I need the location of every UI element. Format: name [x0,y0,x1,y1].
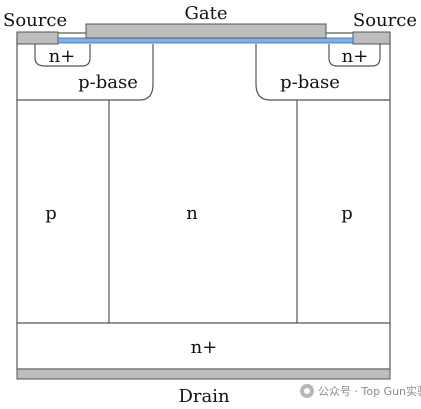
gate-oxide-layer [57,37,354,44]
p-base-left-label: p-base [78,72,138,93]
drain-metal [16,368,391,380]
watermark: 公众号 · Top Gun实验室 [300,381,421,401]
source-metal-left [16,31,59,45]
gate-electrode [85,23,327,39]
drain-label: Drain [178,386,230,407]
device-body [16,32,391,370]
n-plus-substrate-label: n+ [191,337,218,358]
p-right-label: p [341,203,353,224]
right-n-plus-well [328,44,381,67]
source-right-label: Source [353,10,417,31]
n-plus-right-label: n+ [342,46,369,67]
source-metal-right [352,31,391,45]
source-left-label: Source [3,10,67,31]
left-p-base-region [17,44,154,101]
p-base-right-label: p-base [280,72,340,93]
n-plus-left-label: n+ [49,46,76,67]
p-left-label: p [45,203,57,224]
left-n-plus-well [34,44,91,67]
gate-label: Gate [185,3,228,24]
watermark-text: 公众号 · Top Gun实验室 [318,385,421,398]
n-center-label: n [186,203,198,224]
wechat-logo-icon [300,384,314,398]
right-p-base-region [255,44,390,101]
